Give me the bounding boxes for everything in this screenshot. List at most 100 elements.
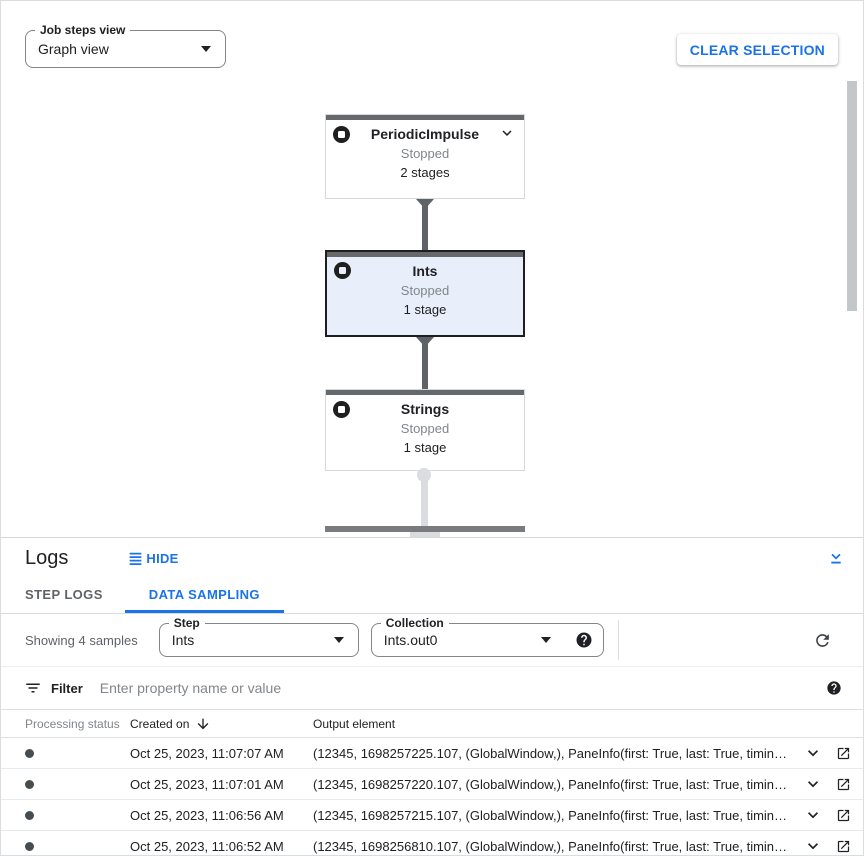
chevron-down-icon [808, 843, 818, 850]
node-status: Stopped [400, 421, 450, 436]
processing-status-dot [25, 748, 34, 758]
logs-header: Logs HIDE [1, 538, 863, 578]
showing-samples-text: Showing 4 samples [25, 632, 138, 648]
graph-edge [416, 337, 434, 389]
created-on-cell: Oct 25, 2023, 11:07:07 AM [130, 745, 284, 761]
tab-step-logs[interactable]: STEP LOGS [25, 586, 103, 602]
sample-row[interactable]: Oct 25, 2023, 11:06:52 AM (12345, 169825… [1, 831, 863, 855]
edge-arrowhead [416, 337, 434, 347]
clear-selection-button[interactable]: CLEAR SELECTION [676, 34, 838, 65]
step-select-label: Step [168, 616, 205, 631]
output-element-cell: (12345, 1698257220.107, (GlobalWindow,),… [313, 776, 791, 792]
col-header-output-element[interactable]: Output element [313, 716, 396, 731]
job-steps-view-select[interactable]: Job steps view Graph view [25, 23, 226, 68]
node-title: Strings [400, 401, 450, 417]
collection-select-label: Collection [380, 616, 449, 631]
output-element-cell: (12345, 1698256810.107, (GlobalWindow,),… [313, 838, 791, 854]
output-element-cell: (12345, 1698257225.107, (GlobalWindow,),… [313, 745, 791, 761]
stopped-status-icon [334, 262, 351, 279]
chevron-down-icon [808, 781, 818, 788]
graph-node-periodicimpulse[interactable]: PeriodicImpulse Stopped 2 stages [325, 114, 525, 199]
node-stages: 1 stage [403, 440, 447, 455]
col-header-processing-status[interactable]: Processing status [25, 716, 120, 731]
node-stages: 1 stage [403, 302, 447, 317]
filter-icon [26, 683, 40, 693]
refresh-button[interactable] [813, 631, 832, 650]
filter-help-button[interactable] [826, 680, 842, 696]
dropdown-arrow-icon [201, 46, 211, 52]
step-select-value: Ints [171, 632, 195, 648]
sample-row[interactable]: Oct 25, 2023, 11:07:01 AM (12345, 169825… [1, 769, 863, 800]
node-top-bar [327, 252, 523, 257]
stopped-status-icon [333, 401, 350, 418]
table-header: Processing status Created on Output elem… [1, 710, 863, 738]
collection-select-value: Ints.out0 [383, 632, 438, 648]
processing-status-dot [25, 779, 34, 789]
sort-descending-icon[interactable] [195, 716, 211, 732]
refresh-icon [816, 633, 829, 647]
hide-logs-button[interactable]: HIDE [128, 551, 178, 566]
sample-row[interactable]: Oct 25, 2023, 11:06:56 AM (12345, 169825… [1, 800, 863, 831]
expand-row-button[interactable] [803, 836, 823, 855]
help-icon [827, 681, 841, 695]
open-in-new-icon [837, 809, 850, 821]
node-status: Stopped [400, 283, 450, 298]
collection-select[interactable]: Collection Ints.out0 [370, 616, 604, 657]
output-element-cell: (12345, 1698257215.107, (GlobalWindow,),… [313, 807, 791, 823]
created-on-cell: Oct 25, 2023, 11:06:56 AM [130, 807, 284, 823]
open-in-new-button[interactable] [836, 839, 851, 854]
chevron-down-icon[interactable] [498, 124, 516, 142]
node-top-bar [326, 115, 524, 120]
graph-node-strings[interactable]: Strings Stopped 1 stage [325, 389, 525, 471]
created-on-header-label: Created on [130, 716, 190, 731]
help-icon[interactable] [575, 631, 593, 649]
expand-row-button[interactable] [803, 774, 823, 794]
created-on-cell: Oct 25, 2023, 11:07:01 AM [130, 776, 284, 792]
data-sampling-toolbar: Showing 4 samples Step Ints Collection I… [1, 614, 863, 667]
graph-node-ints-selected[interactable]: Ints Stopped 1 stage [325, 250, 525, 337]
partial-node-stub [410, 532, 440, 537]
node-status: Stopped [400, 146, 450, 161]
chevron-down-icon [808, 812, 818, 819]
open-in-new-button[interactable] [836, 808, 851, 823]
collapse-panel-button[interactable] [828, 550, 844, 566]
open-in-new-icon [837, 747, 850, 759]
created-on-cell: Oct 25, 2023, 11:06:52 AM [130, 838, 284, 854]
edge-arrowhead [416, 199, 434, 209]
filter-input[interactable] [99, 680, 826, 696]
open-in-new-icon [837, 778, 850, 790]
expand-row-button[interactable] [803, 805, 823, 825]
partial-node-top-bar [325, 526, 525, 532]
job-graph-canvas: Job steps view Graph view CLEAR SELECTIO… [1, 1, 863, 537]
open-in-new-icon [837, 840, 850, 852]
open-in-new-button[interactable] [836, 777, 851, 792]
node-top-bar [326, 390, 524, 395]
open-in-new-button[interactable] [836, 746, 851, 761]
logs-panel: Logs HIDE STEP [1, 537, 863, 855]
filter-label: Filter [51, 680, 83, 696]
node-title: Ints [412, 263, 438, 279]
chevron-down-icon [808, 750, 818, 757]
logs-title: Logs [25, 546, 69, 569]
processing-status-dot [25, 841, 34, 851]
job-steps-view-value: Graph view [38, 41, 109, 57]
hide-label: HIDE [146, 550, 179, 566]
expand-row-button[interactable] [803, 743, 823, 763]
step-select[interactable]: Step Ints [158, 616, 359, 657]
graph-edge [416, 199, 434, 251]
toolbar-divider [617, 620, 619, 660]
graph-edge-light [417, 468, 431, 526]
sample-row[interactable]: Oct 25, 2023, 11:07:07 AM (12345, 169825… [1, 738, 863, 769]
logs-tabs: STEP LOGS DATA SAMPLING [1, 578, 863, 614]
dropdown-arrow-icon [540, 637, 551, 643]
chevron-down-underline-icon [831, 553, 841, 564]
filter-bar: Filter [1, 667, 863, 710]
graph-scrollbar-thumb[interactable] [847, 81, 857, 311]
col-header-created-on[interactable]: Created on [130, 716, 313, 732]
job-steps-view-label: Job steps view [35, 23, 131, 38]
node-stages: 2 stages [400, 165, 450, 180]
tab-data-sampling[interactable]: DATA SAMPLING [124, 578, 284, 613]
processing-status-dot [25, 810, 34, 820]
edge-cap [417, 468, 431, 482]
